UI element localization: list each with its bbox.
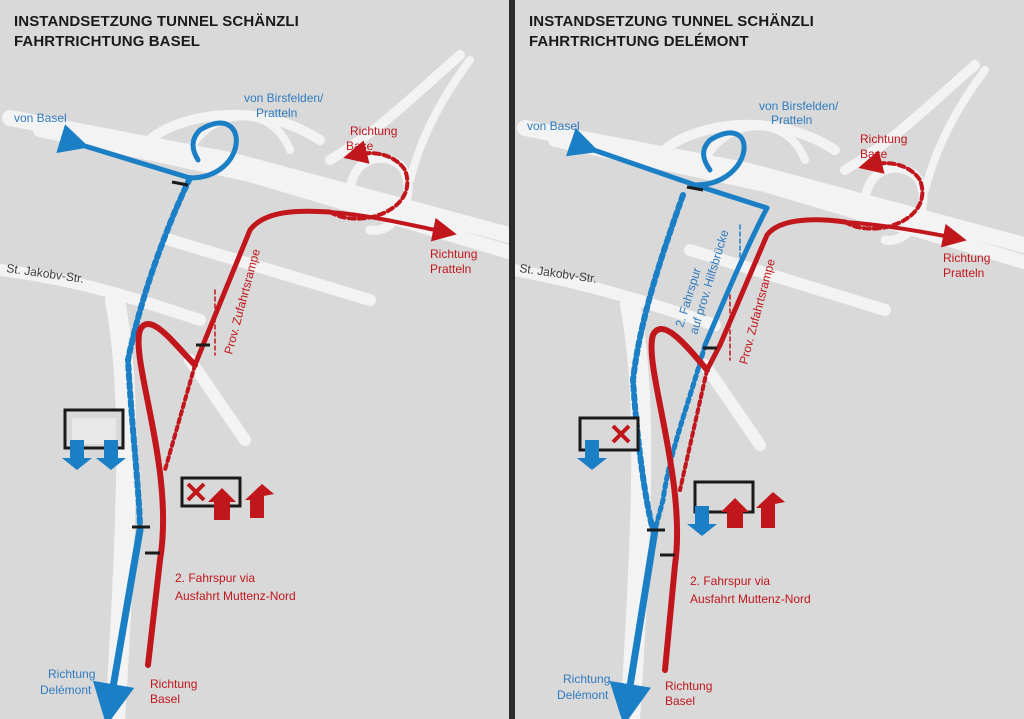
route-delemont-blue bbox=[56, 120, 239, 719]
label-basel: Basel bbox=[665, 694, 695, 708]
route-basel-red bbox=[648, 150, 967, 673]
label-base: Base bbox=[346, 139, 374, 153]
label-von-birsfelden: von Birsfelden/ bbox=[759, 99, 839, 113]
label-richtung-pratteln: Richtung bbox=[430, 247, 477, 261]
label-pratteln: Pratteln bbox=[430, 262, 471, 276]
label-delemont: Delémont bbox=[557, 688, 609, 702]
map-basel: von Basel von Birsfelden/ Pratteln Richt… bbox=[0, 50, 509, 719]
title-line-1: INSTANDSETZUNG TUNNEL SCHÄNZLI bbox=[14, 13, 299, 30]
label-richtung-basel: Richtung bbox=[150, 677, 197, 691]
label-richtung-delemont: Richtung bbox=[563, 672, 610, 686]
route-basel-red bbox=[135, 140, 457, 668]
lane-barriers bbox=[647, 185, 717, 557]
label-von-basel: von Basel bbox=[14, 111, 67, 125]
panel-divider bbox=[509, 0, 515, 719]
title-line-2: FAHRTRICHTUNG BASEL bbox=[14, 33, 201, 50]
label-fahrspur-2: Ausfahrt Muttenz-Nord bbox=[690, 592, 811, 606]
tunnel-icon bbox=[687, 480, 785, 536]
label-richtung-basel: Richtung bbox=[665, 679, 712, 693]
label-richtung-base: Richtung bbox=[860, 132, 907, 146]
panel-fahrtrichtung-delemont: von Basel von Birsfelden/ Pratteln Richt… bbox=[515, 0, 1024, 719]
label-pratteln: Pratteln bbox=[943, 266, 984, 280]
label-richtung-base: Richtung bbox=[350, 124, 397, 138]
label-von-basel: von Basel bbox=[527, 119, 580, 133]
label-delemont: Delémont bbox=[40, 683, 92, 697]
road-network bbox=[515, 60, 1024, 719]
label-fahrspur-2: Ausfahrt Muttenz-Nord bbox=[175, 589, 296, 603]
panel-fahrtrichtung-basel: von Basel von Birsfelden/ Pratteln Richt… bbox=[0, 0, 509, 719]
lane-barriers bbox=[132, 180, 210, 555]
tunnel-icon-closed bbox=[180, 476, 274, 520]
label-richtung-delemont: Richtung bbox=[48, 667, 95, 681]
tunnel-icon bbox=[62, 408, 126, 470]
label-richtung-pratteln: Richtung bbox=[943, 251, 990, 265]
label-fahrspur-1: 2. Fahrspur via bbox=[175, 571, 255, 585]
map-delemont: von Basel von Birsfelden/ Pratteln Richt… bbox=[515, 60, 1024, 719]
title-line-2: FAHRTRICHTUNG DELÉMONT bbox=[529, 33, 749, 50]
label-von-birsfelden: von Birsfelden/ bbox=[244, 91, 324, 105]
label-basel: Basel bbox=[150, 692, 180, 706]
page-title: INSTANDSETZUNG TUNNEL SCHÄNZLI FAHRTRICH… bbox=[529, 12, 814, 52]
page-title: INSTANDSETZUNG TUNNEL SCHÄNZLI FAHRTRICH… bbox=[14, 12, 299, 52]
road-network bbox=[0, 50, 509, 719]
label-fahrspur-1: 2. Fahrspur via bbox=[690, 574, 770, 588]
label-base: Base bbox=[860, 147, 888, 161]
label-pratteln-blue: Pratteln bbox=[256, 106, 297, 120]
route-delemont-blue bbox=[565, 127, 770, 719]
title-line-1: INSTANDSETZUNG TUNNEL SCHÄNZLI bbox=[529, 13, 814, 30]
label-pratteln-blue: Pratteln bbox=[771, 113, 812, 127]
tunnel-icon-closed bbox=[577, 416, 640, 470]
